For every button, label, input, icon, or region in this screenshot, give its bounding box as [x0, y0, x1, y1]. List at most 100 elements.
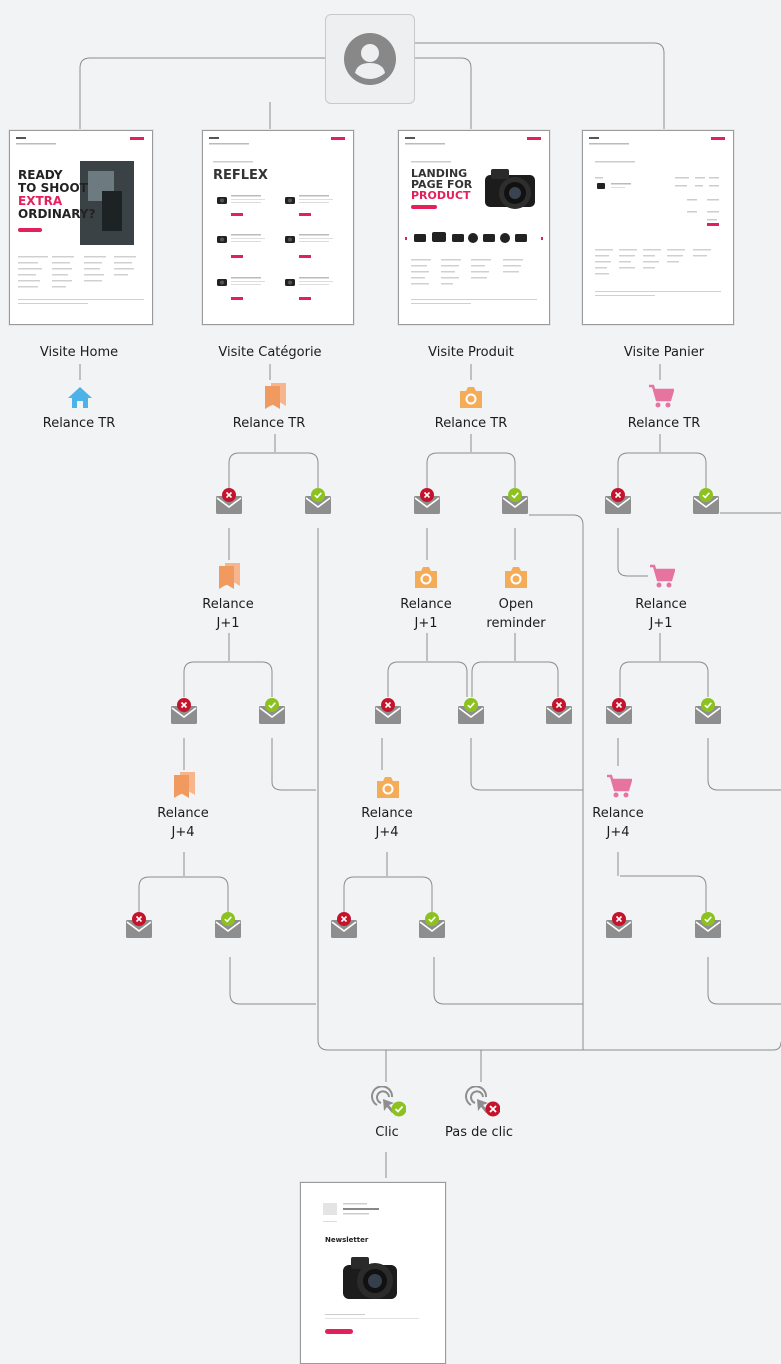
envelope-icon	[331, 920, 357, 938]
camera-icon	[503, 564, 529, 590]
category-relance-j1-label: Relance J+1	[202, 597, 254, 631]
envelope-icon	[259, 706, 285, 724]
fail-icon	[132, 912, 146, 926]
user-avatar-node[interactable]	[325, 14, 415, 104]
click-fail-node	[464, 1085, 501, 1118]
fail-icon	[612, 698, 626, 712]
bookmark-icon	[171, 771, 197, 798]
cart-page-thumbnail[interactable]	[582, 130, 734, 325]
envelope-icon	[375, 706, 401, 724]
cart-relance-j1-label: Relance J+1	[635, 597, 687, 631]
product-open-reminder-label: Open reminder	[486, 597, 546, 631]
user-avatar-icon	[344, 33, 396, 85]
cursor-click-icon	[371, 1085, 407, 1117]
fail-icon	[552, 698, 566, 712]
home-relance-tr-label: Relance TR	[42, 416, 116, 431]
success-icon	[425, 912, 439, 926]
mail-not-opened	[605, 488, 631, 514]
mail-not-opened	[606, 698, 632, 724]
success-icon	[508, 488, 522, 502]
cart-icon	[648, 384, 675, 410]
envelope-icon	[126, 920, 152, 938]
mail-opened	[458, 698, 484, 724]
newsletter-title: Newsletter	[325, 1236, 369, 1244]
success-icon	[464, 698, 478, 712]
camera-icon	[458, 384, 484, 410]
home-headline-1: READY	[18, 168, 63, 182]
product-headline-2: PAGE FOR	[411, 178, 473, 191]
product-relance-j1-label: Relance J+1	[400, 597, 452, 631]
visit-cart-label: Visite Panier	[623, 345, 705, 360]
mail-not-opened	[171, 698, 197, 724]
cart-icon	[606, 774, 633, 800]
mail-not-opened	[216, 488, 242, 514]
mail-opened	[695, 912, 721, 938]
fail-icon	[612, 912, 626, 926]
envelope-icon	[215, 920, 241, 938]
success-icon	[221, 912, 235, 926]
mail-not-opened	[546, 698, 572, 724]
success-icon	[701, 698, 715, 712]
mail-not-opened	[606, 912, 632, 938]
envelope-icon	[546, 706, 572, 724]
envelope-icon	[414, 496, 440, 514]
cart-relance-j4-label: Relance J+4	[592, 806, 644, 840]
visit-product-label: Visite Produit	[428, 345, 514, 360]
mail-opened	[305, 488, 331, 514]
cursor-click-icon	[465, 1085, 501, 1117]
bookmark-icon	[216, 562, 242, 589]
mail-not-opened	[126, 912, 152, 938]
envelope-icon	[695, 706, 721, 724]
mail-not-opened	[331, 912, 357, 938]
envelope-icon	[305, 496, 331, 514]
envelope-icon	[216, 496, 242, 514]
category-relance-j4-label: Relance J+4	[157, 806, 209, 840]
cart-icon	[649, 564, 676, 590]
newsletter-thumbnail[interactable]: Newsletter	[300, 1182, 446, 1364]
home-headline-2: TO SHOOT	[18, 181, 89, 195]
category-page-thumbnail[interactable]: REFLEX	[202, 130, 354, 325]
envelope-icon	[695, 920, 721, 938]
fail-icon	[222, 488, 236, 502]
success-icon	[699, 488, 713, 502]
product-relance-tr-label: Relance TR	[434, 416, 508, 431]
product-page-thumbnail[interactable]: LANDING PAGE FOR PRODUCT	[398, 130, 550, 325]
mail-opened	[259, 698, 285, 724]
envelope-icon	[458, 706, 484, 724]
product-relance-j4-label: Relance J+4	[361, 806, 413, 840]
fail-icon	[177, 698, 191, 712]
envelope-icon	[419, 920, 445, 938]
envelope-icon	[693, 496, 719, 514]
product-headline-3: PRODUCT	[411, 189, 471, 202]
mail-opened	[502, 488, 528, 514]
visit-category-label: Visite Catégorie	[218, 345, 322, 360]
category-relance-tr-label: Relance TR	[232, 416, 306, 431]
home-page-thumbnail[interactable]: READY TO SHOOT EXTRA ORDINARY?	[9, 130, 153, 325]
product-headline-1: LANDING	[411, 167, 467, 180]
pas-de-clic-label: Pas de clic	[444, 1125, 514, 1140]
camera-icon	[413, 564, 439, 590]
fail-icon	[611, 488, 625, 502]
mail-opened	[419, 912, 445, 938]
home-icon	[67, 384, 93, 410]
clic-label: Clic	[375, 1125, 399, 1140]
fail-icon	[381, 698, 395, 712]
click-success-node	[370, 1085, 407, 1118]
mail-not-opened	[375, 698, 401, 724]
bookmark-icon	[262, 382, 288, 409]
home-headline-3: EXTRA	[18, 194, 63, 208]
visit-home-label: Visite Home	[39, 345, 119, 360]
success-icon	[311, 488, 325, 502]
home-headline-4: ORDINARY?	[18, 207, 95, 221]
mail-opened	[695, 698, 721, 724]
fail-icon	[337, 912, 351, 926]
envelope-icon	[605, 496, 631, 514]
mail-not-opened	[414, 488, 440, 514]
camera-icon	[375, 774, 401, 800]
mail-opened	[215, 912, 241, 938]
success-icon	[265, 698, 279, 712]
category-headline: REFLEX	[213, 168, 268, 183]
success-icon	[701, 912, 715, 926]
mail-opened	[693, 488, 719, 514]
envelope-icon	[606, 706, 632, 724]
